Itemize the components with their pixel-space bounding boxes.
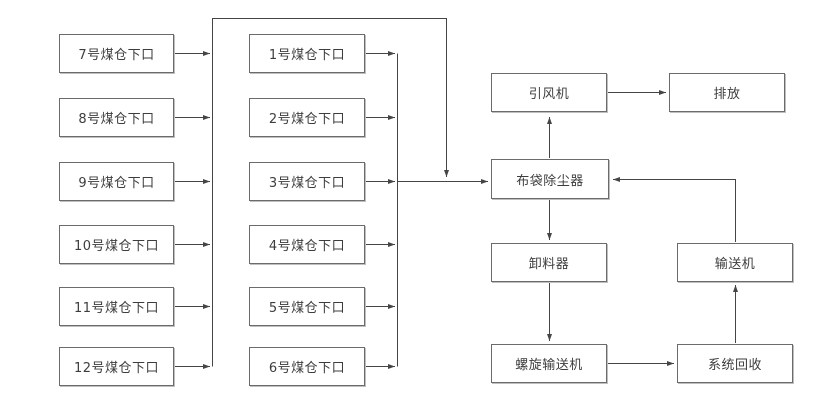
node-bunker-12: 12号煤仓下口 <box>59 347 174 386</box>
node-bunker-5: 5号煤仓下口 <box>249 287 365 326</box>
node-label: 3号煤仓下口 <box>268 176 346 191</box>
node-bunker-1: 1号煤仓下口 <box>249 34 365 73</box>
node-bunker-2: 2号煤仓下口 <box>249 98 365 137</box>
node-label: 10号煤仓下口 <box>73 239 160 254</box>
edge-left-bus-to-feed <box>212 18 449 367</box>
node-bunker-4: 4号煤仓下口 <box>249 225 365 264</box>
node-bunker-9: 9号煤仓下口 <box>59 162 174 201</box>
node-bunker-6: 6号煤仓下口 <box>249 347 365 386</box>
node-bunker-3: 3号煤仓下口 <box>249 162 365 201</box>
node-system-recovery: 系统回收 <box>677 344 793 383</box>
edge-conveyor-bagfilter <box>613 177 736 242</box>
node-label: 1号煤仓下口 <box>268 48 346 63</box>
node-conveyor: 输送机 <box>677 243 793 282</box>
node-label: 引风机 <box>528 87 570 102</box>
node-label: 11号煤仓下口 <box>73 301 160 316</box>
node-label: 布袋除尘器 <box>516 173 584 189</box>
node-label: 卸料器 <box>528 257 570 272</box>
node-label: 6号煤仓下口 <box>268 361 346 376</box>
node-label: 输送机 <box>714 257 756 272</box>
node-unloader: 卸料器 <box>491 243 607 282</box>
node-bunker-7: 7号煤仓下口 <box>59 34 174 73</box>
node-exhaust: 排放 <box>669 73 785 112</box>
node-label: 螺旋输送机 <box>515 358 583 373</box>
node-label: 8号煤仓下口 <box>78 112 155 127</box>
node-label: 5号煤仓下口 <box>268 301 346 316</box>
node-label: 系统回收 <box>707 358 762 373</box>
node-label: 9号煤仓下口 <box>78 176 155 191</box>
node-label: 4号煤仓下口 <box>268 239 346 254</box>
node-bunker-10: 10号煤仓下口 <box>59 225 174 264</box>
node-screw-conveyor: 螺旋输送机 <box>491 344 607 383</box>
node-induced-draft-fan: 引风机 <box>491 73 607 112</box>
node-label: 排放 <box>713 87 741 102</box>
node-bag-dust-collector: 布袋除尘器 <box>491 159 609 199</box>
node-label: 2号煤仓下口 <box>268 112 346 127</box>
node-bunker-8: 8号煤仓下口 <box>59 98 174 137</box>
node-bunker-11: 11号煤仓下口 <box>59 287 174 326</box>
node-label: 12号煤仓下口 <box>73 361 160 376</box>
node-label: 7号煤仓下口 <box>78 48 155 63</box>
